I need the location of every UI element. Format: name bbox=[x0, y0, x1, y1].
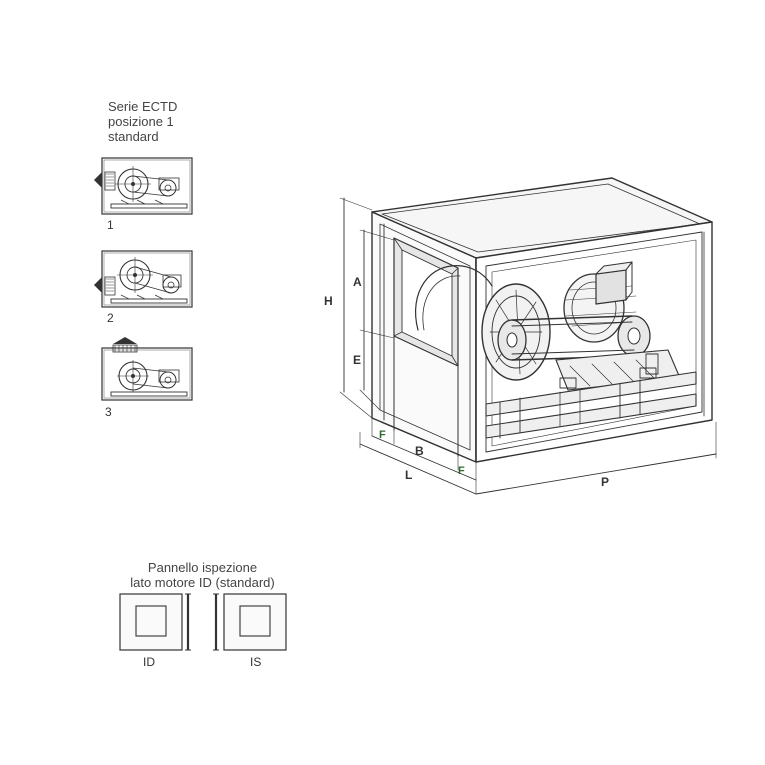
position-2-label: 2 bbox=[107, 311, 114, 325]
inspection-panel-drawing bbox=[119, 593, 287, 651]
series-caption-line1: Serie ECTD bbox=[108, 99, 178, 114]
position-1-label: 1 bbox=[107, 218, 114, 232]
dim-a-label: A bbox=[353, 275, 362, 289]
dim-f-right-label: F bbox=[458, 465, 465, 477]
series-caption: Serie ECTD posizione 1 standard bbox=[108, 99, 177, 144]
panel-caption: Pannello ispezione lato motore ID (stand… bbox=[120, 560, 285, 590]
dim-p-label: P bbox=[601, 475, 609, 489]
dim-e-label: E bbox=[353, 353, 361, 367]
position-1-thumbnail bbox=[94, 157, 193, 215]
dim-b-label: B bbox=[415, 444, 424, 458]
dim-h-label: H bbox=[324, 294, 333, 308]
dim-f-left-label: F bbox=[379, 429, 386, 441]
dim-l-label: L bbox=[405, 468, 412, 482]
panel-caption-line1: Pannello ispezione bbox=[147, 560, 258, 575]
panel-is-label: IS bbox=[250, 655, 262, 669]
series-caption-line3: standard bbox=[108, 129, 159, 144]
series-caption-line2: posizione 1 bbox=[108, 114, 174, 129]
position-3-thumbnail bbox=[101, 337, 193, 401]
position-2-thumbnail bbox=[94, 250, 193, 308]
panel-caption-line2: lato motore ID (standard) bbox=[130, 575, 275, 590]
position-3-label: 3 bbox=[105, 405, 112, 419]
panel-id-label: ID bbox=[143, 655, 155, 669]
